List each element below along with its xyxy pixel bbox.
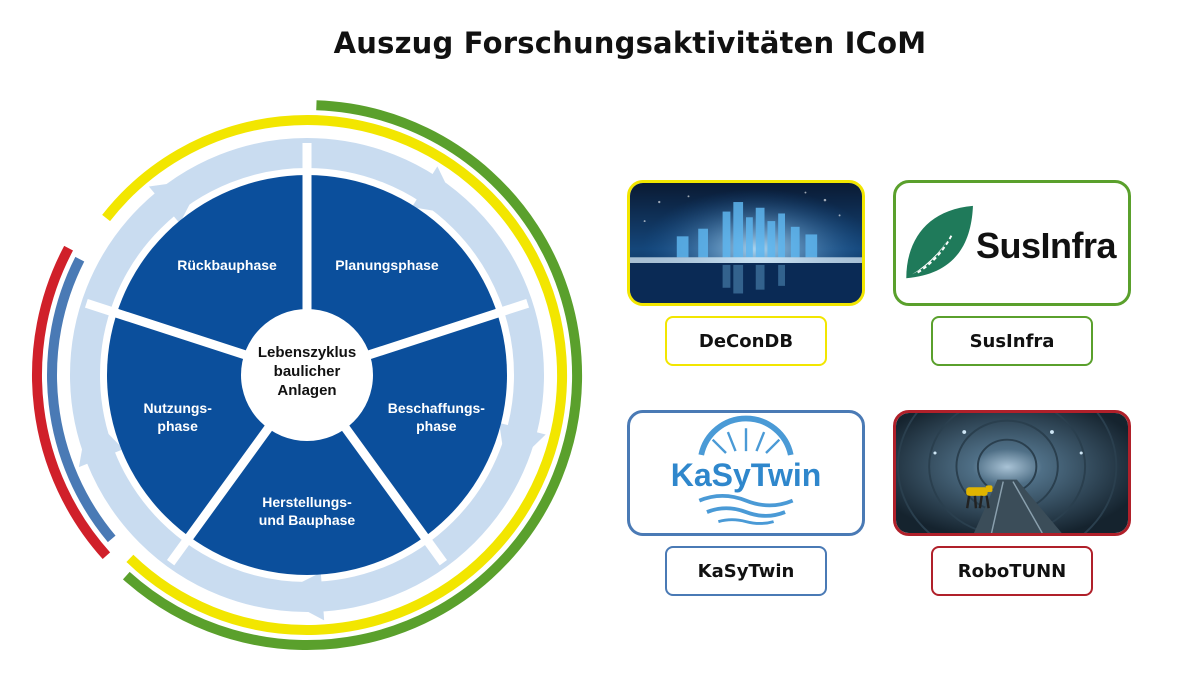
lifecycle-phase-labels: Rückbauphase PlanungsphaseBeschaffungs-ph… [143,257,485,528]
robot-dog-shape [965,485,993,509]
susinfra-logo-text: SusInfra [976,225,1117,266]
phase-label-line: phase [416,418,457,434]
arc-yellow [102,115,568,635]
project-card-kasytwin[interactable]: KaSyTwin [627,410,865,536]
leaf-road-icon [906,205,973,279]
phase-label-herstellung: Herstellungs-und Bauphase [259,494,356,528]
lifecycle-spokes [84,143,530,566]
lifecycle-outer-arcs [31,100,583,650]
phase-label-beschaffung: Beschaffungs-phase [388,400,486,434]
arc-green [122,100,583,650]
phase-label-nutzung: Nutzungs-phase [143,400,212,434]
project-label-robotunn[interactable]: RoboTUNN [931,546,1093,596]
band-arrowhead-3 [78,413,124,468]
band-arrowhead-4 [148,178,203,224]
phase-label-line: Rückbauphase [177,257,277,273]
project-card-robotunn[interactable] [893,410,1131,536]
project-label-decondb[interactable]: DeConDB [665,316,827,366]
phase-label-line: Beschaffungs- [388,400,486,416]
band-arrowhead-0 [411,166,462,216]
spoke-2 [338,420,448,566]
page-title: Auszug Forschungsaktivitäten ICoM [333,26,927,60]
spoke-3 [166,420,276,566]
spoke-1 [362,299,530,361]
phase-label-line: phase [157,418,198,434]
center-line-2: Anlagen [277,382,336,399]
spoke-4 [84,299,252,361]
phase-label-line: Nutzungs- [143,400,212,416]
tunnel-robot-photo [896,413,1128,533]
kasytwin-logo-text: KaSyTwin [670,457,822,493]
arc-red [31,245,111,560]
band-arrowhead-2 [276,572,325,621]
band-arrowhead-1 [499,422,546,473]
project-card-susinfra[interactable]: SusInfra [893,180,1131,306]
city-skyline-illustration [630,183,862,303]
center-line-0: Lebenszyklus [258,344,356,361]
phase-label-line: und Bauphase [259,512,356,528]
phase-label-line: Planungsphase [335,257,439,273]
project-label-kasytwin[interactable]: KaSyTwin [665,546,827,596]
phase-label-rueckbau: Rückbauphase [177,257,277,273]
phase-label-planung: Planungsphase [335,257,439,273]
center-line-1: baulicher [274,363,341,380]
project-label-susinfra[interactable]: SusInfra [931,316,1093,366]
project-card-decondb[interactable] [627,180,865,306]
phase-label-line: Herstellungs- [262,494,352,510]
lifecycle-center-circle [241,309,373,441]
sewer-wave-logo [698,415,794,525]
arc-blue [47,256,116,543]
